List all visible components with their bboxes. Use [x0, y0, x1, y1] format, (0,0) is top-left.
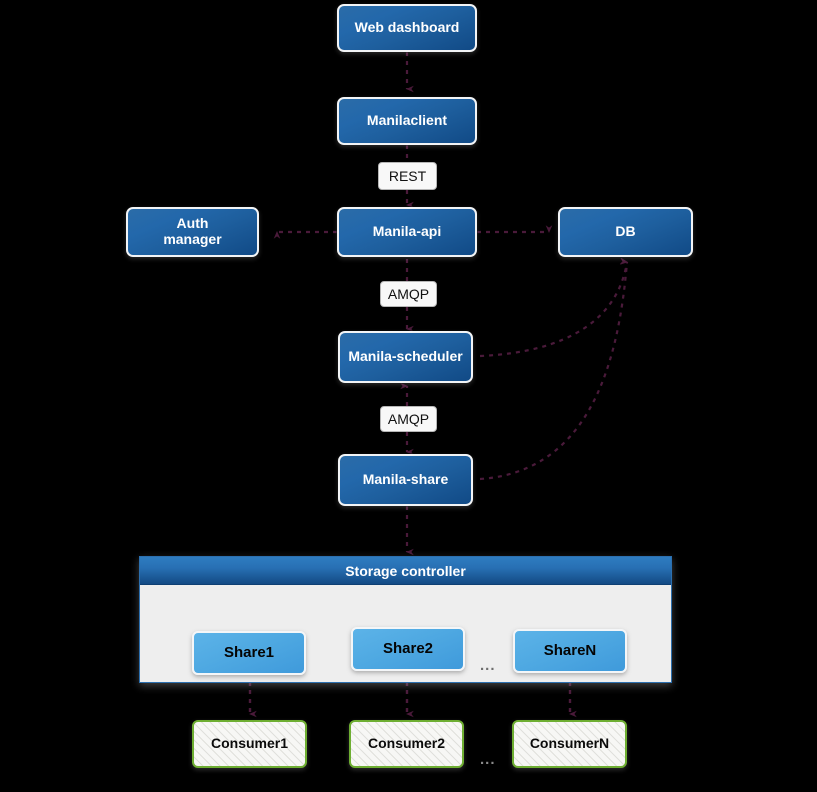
edge-scheduler-to-db: [479, 257, 629, 358]
node-auth-manager[interactable]: Auth manager: [126, 207, 259, 257]
node-share-1-label: Share1: [223, 643, 275, 661]
node-db[interactable]: DB: [558, 207, 693, 257]
node-manila-share[interactable]: Manila-share: [338, 454, 473, 506]
node-manilaclient[interactable]: Manilaclient: [337, 97, 477, 145]
node-consumer-2-label: Consumer2: [367, 735, 446, 752]
node-auth-manager-label-line2: manager: [163, 231, 222, 247]
label-amqp-scheduler: AMQP: [380, 406, 437, 432]
label-rest-text: REST: [388, 168, 427, 184]
storage-controller-header: Storage controller: [140, 557, 671, 585]
node-consumer-1[interactable]: Consumer1: [192, 720, 307, 768]
label-amqp-scheduler-text: AMQP: [387, 411, 430, 427]
node-manila-share-label: Manila-share: [362, 471, 449, 488]
storage-controller-body: Share1 Share2 ... ShareN: [140, 585, 671, 682]
node-share-n-label: ShareN: [543, 641, 597, 659]
node-share-1[interactable]: Share1: [192, 631, 306, 675]
edge-share-to-db: [479, 258, 629, 481]
node-consumer-2[interactable]: Consumer2: [349, 720, 464, 768]
node-manila-api-label: Manila-api: [372, 223, 442, 240]
node-manila-scheduler-label: Manila-scheduler: [348, 348, 463, 365]
node-share-2[interactable]: Share2: [351, 627, 465, 671]
shares-ellipsis: ...: [480, 657, 496, 674]
node-consumer-1-label: Consumer1: [210, 735, 289, 752]
node-db-label: DB: [615, 223, 636, 240]
node-web-dashboard[interactable]: Web dashboard: [337, 4, 477, 52]
node-manilaclient-label: Manilaclient: [366, 112, 448, 129]
label-amqp-api: AMQP: [380, 281, 437, 307]
node-share-n[interactable]: ShareN: [513, 629, 627, 673]
consumers-ellipsis: ...: [480, 751, 496, 768]
node-consumer-n-label: ConsumerN: [529, 735, 610, 752]
node-share-2-label: Share2: [382, 639, 434, 657]
node-auth-manager-label-line1: Auth: [176, 215, 209, 232]
node-consumer-n[interactable]: ConsumerN: [512, 720, 627, 768]
node-manila-api[interactable]: Manila-api: [337, 207, 477, 257]
label-rest: REST: [378, 162, 437, 190]
storage-controller-title: Storage controller: [345, 562, 466, 579]
node-web-dashboard-label: Web dashboard: [354, 19, 460, 36]
storage-controller-panel: Storage controller Share1 Share2 ... Sha…: [139, 556, 672, 683]
label-amqp-api-text: AMQP: [387, 286, 430, 302]
node-manila-scheduler[interactable]: Manila-scheduler: [338, 331, 473, 383]
